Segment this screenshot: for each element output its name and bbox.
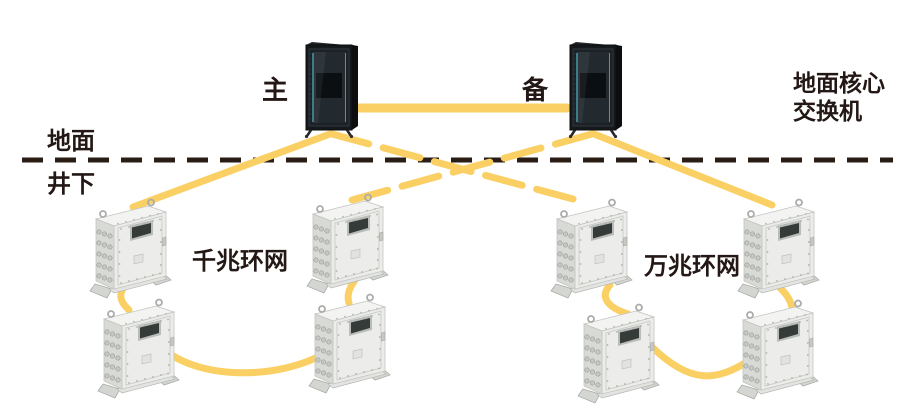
surface-label: 地面 xyxy=(47,127,95,155)
tengig-ring-switch-3 xyxy=(577,303,660,404)
link-primary-to-tengig-ring-dashed xyxy=(328,130,577,203)
link-backup-to-tengig-ring xyxy=(590,130,776,209)
gigabit-ring-switch-2 xyxy=(306,193,389,294)
primary-switch-label: 主 xyxy=(262,76,289,106)
gigabit-ring-label: 千兆环网 xyxy=(192,247,288,275)
gigabit-ring-switch-4 xyxy=(308,293,391,394)
underground-label: 井下 xyxy=(47,170,95,198)
tengig-ring-switch-1 xyxy=(550,198,633,299)
fiber-links xyxy=(117,103,796,380)
gigabit-ring-switch-1 xyxy=(89,198,172,299)
core-switch-rack-primary xyxy=(303,40,360,140)
core-switch-label: 地面核心 交换机 xyxy=(793,70,885,126)
gigabit-ring-bottom-arc xyxy=(154,340,331,377)
core-switch-rack-backup xyxy=(567,40,624,140)
core-switch-label-line1: 地面核心 xyxy=(793,71,885,97)
tengig-ring-switch-2 xyxy=(737,198,820,299)
tengig-ring-switch-4 xyxy=(736,299,819,400)
tengig-ring-left-arc xyxy=(602,281,632,318)
tengig-ring-label: 万兆环网 xyxy=(644,252,740,280)
link-primary-to-gigabit-ring xyxy=(129,130,334,211)
tengig-ring-bottom-arc xyxy=(648,343,754,380)
core-switch-label-line2: 交换机 xyxy=(793,99,862,125)
gigabit-ring-switch-3 xyxy=(97,298,180,399)
backup-switch-label: 备 xyxy=(522,76,549,106)
link-backup-to-gigabit-ring-dashed xyxy=(348,130,596,204)
